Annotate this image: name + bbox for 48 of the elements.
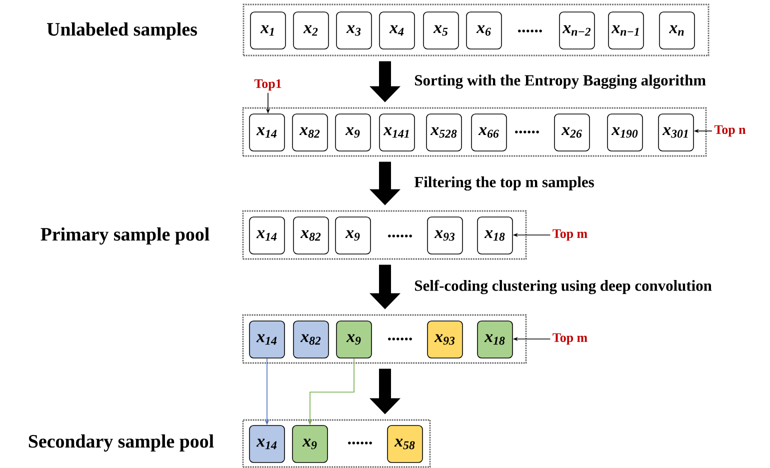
sample-box: x$_{82}$ xyxy=(293,216,329,254)
edge-label: Filtering the top m samples xyxy=(414,176,594,191)
sample-box: x$_{190}$ xyxy=(607,114,643,152)
rank-label: Top1 xyxy=(254,79,282,91)
sample-box: x$_{141}$ xyxy=(379,114,415,152)
rank-label: Top m xyxy=(552,333,588,345)
sample-box: x$_{14}$ xyxy=(249,114,285,152)
sample-box: x$_{6}$ xyxy=(466,12,502,50)
ellipsis: ...... xyxy=(515,130,539,134)
sample-box: x$_{18}$ xyxy=(477,216,513,254)
sample-box: x$_{528}$ xyxy=(426,114,462,152)
sample-box: x$_{2}$ xyxy=(293,12,329,50)
sample-box: x$_{1}$ xyxy=(250,12,286,50)
sample-box: x$_{82}$ xyxy=(293,320,329,358)
sample-box: x$_{5}$ xyxy=(423,12,459,50)
sample-box: x$_{n}$ xyxy=(659,12,695,50)
sample-box: x$_{93}$ xyxy=(427,216,463,254)
row-heading: Unlabeled samples xyxy=(47,22,197,40)
sample-box: x$_{58}$ xyxy=(387,425,423,463)
sample-box: x$_{82}$ xyxy=(292,114,328,152)
sample-box: x$_{93}$ xyxy=(427,320,463,358)
sample-box: x$_{9}$ xyxy=(292,425,328,463)
edge-label: Self-coding clustering using deep convolution xyxy=(415,280,712,294)
sample-row-frame xyxy=(242,107,707,157)
ellipsis: ...... xyxy=(518,30,542,32)
sample-box: x$_{301}$ xyxy=(658,114,694,152)
row-heading: Primary sample pool xyxy=(40,227,210,245)
sample-box: x$_{14}$ xyxy=(249,425,285,463)
sample-box: x$_{n−2}$ xyxy=(559,12,595,50)
rank-label: Top m xyxy=(552,229,588,241)
sample-box: x$_{66}$ xyxy=(471,114,507,152)
rank-label: Top n xyxy=(714,125,746,137)
sample-box: x$_{4}$ xyxy=(379,12,415,50)
sample-box: x$_{14}$ xyxy=(249,320,285,358)
ellipsis: ...... xyxy=(388,234,412,238)
ellipsis: ...... xyxy=(388,338,412,340)
sample-box: x$_{26}$ xyxy=(554,114,590,152)
sample-box: x$_{18}$ xyxy=(477,320,513,358)
sample-box: x$_{14}$ xyxy=(249,216,285,254)
sample-box: x$_{9}$ xyxy=(335,216,371,254)
sample-row-frame xyxy=(242,314,527,364)
edge-label: Sorting with the Entropy Bagging algorithm xyxy=(415,74,706,89)
ellipsis: ...... xyxy=(348,442,372,444)
sample-box: x$_{n−1}$ xyxy=(608,12,644,50)
sample-box: x$_{9}$ xyxy=(336,320,372,358)
sample-box: x$_{9}$ xyxy=(335,114,371,152)
row-heading: Secondary sample pool xyxy=(28,434,214,452)
sample-box: x$_{3}$ xyxy=(336,12,372,50)
